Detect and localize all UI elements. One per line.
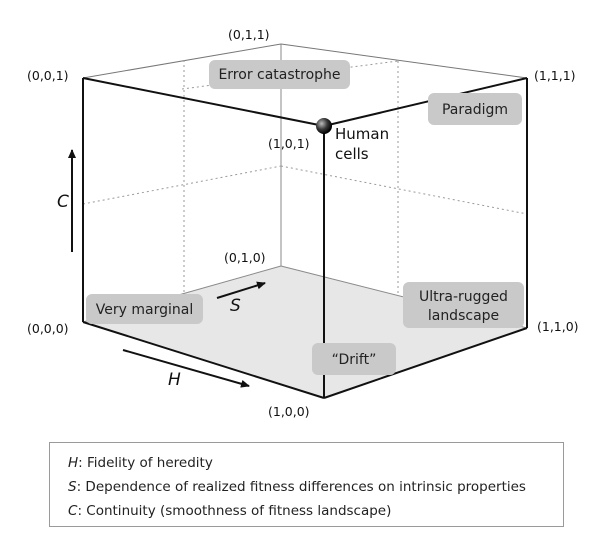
human-cells-marker <box>316 118 332 134</box>
legend-symbol-c: C <box>68 503 78 519</box>
region-drift: “Drift” <box>312 343 396 375</box>
vertex-label-101: (1,0,1) <box>268 136 310 151</box>
region-very-marginal: Very marginal <box>86 294 203 324</box>
vertex-label-010: (0,1,0) <box>224 250 266 265</box>
vertex-label-110: (1,1,0) <box>537 319 579 334</box>
h-axis-arrow <box>122 349 250 388</box>
region-ultra-rugged: Ultra-rugged landscape <box>403 282 524 328</box>
region-label-ultra-rugged-line2: landscape <box>428 308 499 324</box>
vertex-label-100: (1,0,0) <box>268 404 310 419</box>
human-cells-label-line2: cells <box>335 145 369 163</box>
h-axis-label: H <box>168 370 181 390</box>
legend-item-h: H: Fidelity of heredity <box>68 455 213 471</box>
vertex-label-111: (1,1,1) <box>534 68 576 83</box>
legend-symbol-s: S <box>68 479 77 495</box>
region-paradigm: Paradigm <box>428 93 522 125</box>
legend-text-s: : Dependence of realized fitness differe… <box>76 479 526 495</box>
region-label-ultra-rugged-line1: Ultra-rugged <box>419 289 508 305</box>
region-label-very-marginal: Very marginal <box>96 302 193 318</box>
s-axis-arrow <box>216 281 266 299</box>
legend-text-h: : Fidelity of heredity <box>78 455 213 471</box>
human-cells-label-line1: Human <box>335 125 389 143</box>
region-error-catastrophe: Error catastrophe <box>209 60 350 89</box>
c-axis-label: C <box>57 192 69 212</box>
s-axis-label: S <box>230 296 241 316</box>
region-label-drift: “Drift” <box>332 352 377 368</box>
legend-item-s: S: Dependence of realized fitness differ… <box>68 479 526 495</box>
cube-top-back-edges <box>82 43 528 79</box>
legend-box: H: Fidelity of heredity S: Dependence of… <box>49 442 564 527</box>
region-label-paradigm: Paradigm <box>442 102 508 118</box>
vertex-label-011: (0,1,1) <box>228 27 270 42</box>
region-label-error-catastrophe: Error catastrophe <box>218 67 340 83</box>
legend-text-c: : Continuity (smoothness of fitness land… <box>77 503 392 519</box>
vertex-label-000: (0,0,0) <box>27 321 69 336</box>
legend-item-c: C: Continuity (smoothness of fitness lan… <box>68 503 391 519</box>
vertex-label-001: (0,0,1) <box>27 68 69 83</box>
legend-symbol-h: H <box>68 455 79 471</box>
